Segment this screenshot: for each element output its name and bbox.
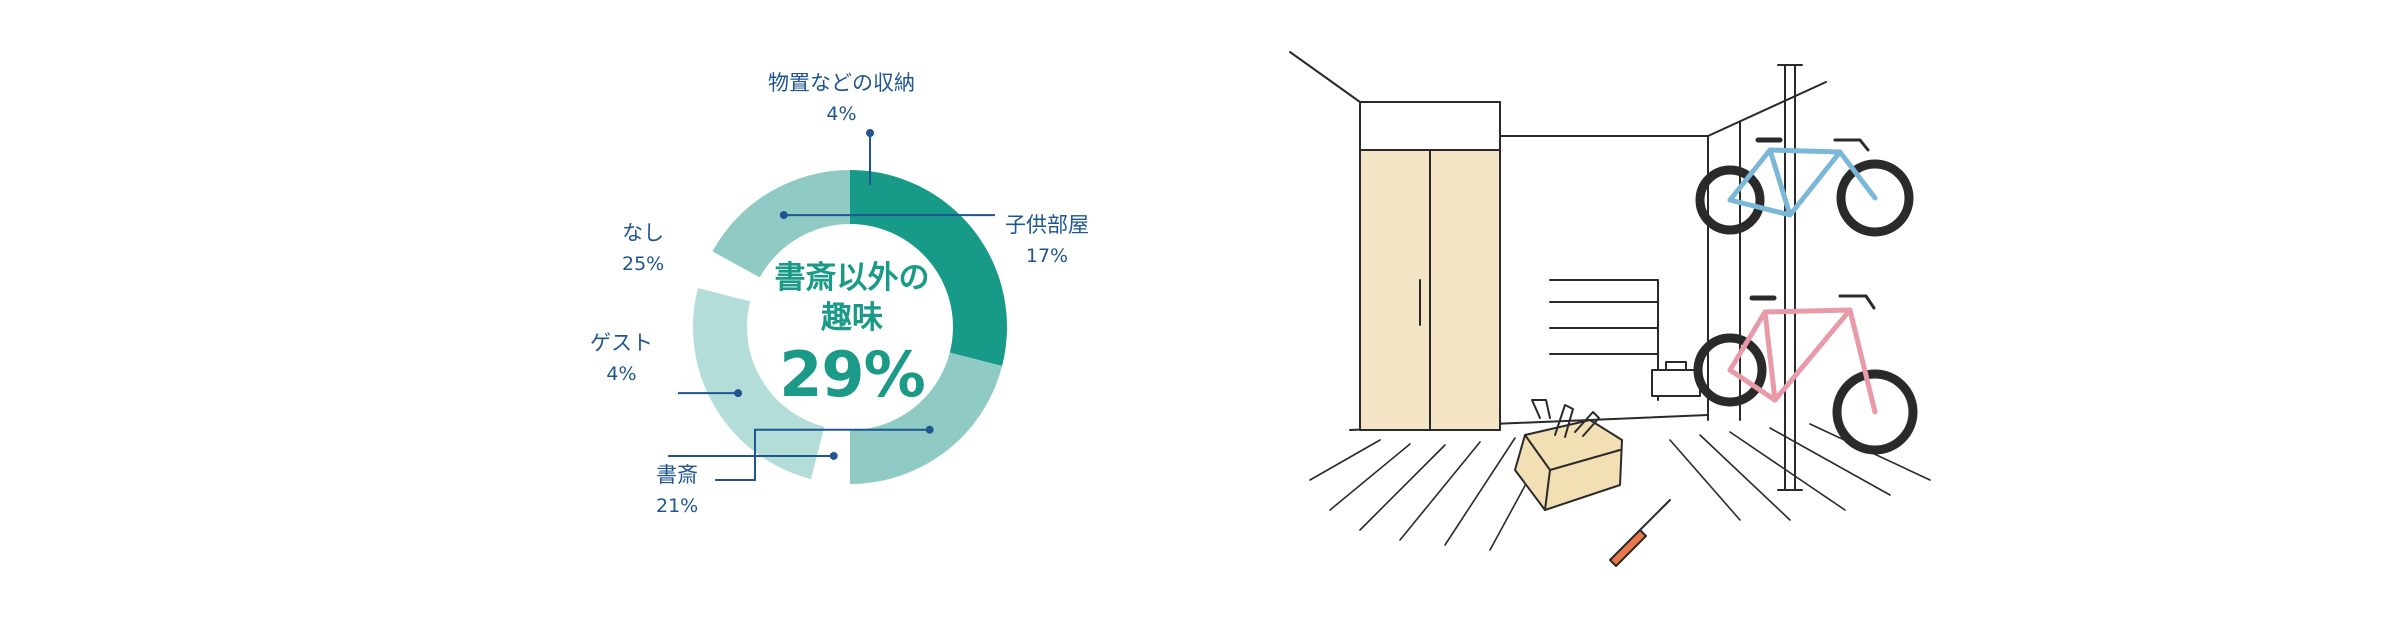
label-study-value: 21% — [656, 494, 699, 517]
center-label: 書斎以外の 趣味 29% — [742, 258, 962, 410]
floor-boards — [1309, 423, 1931, 551]
label-kids-room: 子供部屋 17% — [1005, 210, 1089, 270]
label-guest-name: ゲスト — [590, 331, 653, 355]
center-line-2: 趣味 — [821, 300, 883, 337]
label-kids-room-name: 子供部屋 — [1005, 213, 1089, 237]
leader-lines — [668, 129, 995, 481]
bike-stand-pole — [1777, 64, 1803, 491]
toolbox — [1514, 399, 1623, 511]
label-storage-name: 物置などの収納 — [768, 71, 915, 95]
label-none-value: 25% — [622, 252, 665, 275]
leader-dot-3 — [829, 451, 838, 460]
slice-1 — [850, 352, 1003, 484]
bike-pink — [1693, 294, 1918, 455]
label-guest-value: 4% — [606, 362, 637, 385]
label-none: なし 25% — [622, 218, 664, 278]
donut-slices — [693, 170, 1007, 484]
leader-dot-1 — [779, 211, 788, 220]
label-study: 書斎 21% — [656, 460, 698, 520]
label-storage: 物置などの収納 4% — [768, 68, 915, 128]
label-guest: ゲスト 4% — [590, 328, 653, 388]
slice-4 — [697, 251, 760, 302]
screwdriver — [1609, 499, 1671, 567]
slice-0 — [850, 170, 1007, 367]
leader-line-4 — [715, 428, 930, 481]
label-study-name: 書斎 — [656, 463, 699, 487]
label-none-name: なし — [622, 221, 665, 245]
small-toolbox — [1651, 361, 1701, 397]
center-line-1: 書斎以外の — [774, 260, 930, 296]
label-kids-room-value: 17% — [1025, 244, 1069, 267]
slice-3 — [693, 287, 825, 480]
slice-5 — [712, 170, 850, 278]
bike-blue — [1695, 137, 1914, 237]
donut-chart — [668, 129, 1007, 484]
leader-dot-4 — [925, 425, 934, 434]
leader-dot-2 — [734, 389, 743, 398]
center-value: 29% — [779, 337, 925, 411]
label-storage-value: 4% — [826, 102, 857, 125]
storage-shelf — [1549, 279, 1659, 401]
room-illustration — [1289, 51, 1931, 567]
wardrobe — [1359, 149, 1501, 431]
leader-dot-0 — [866, 129, 874, 137]
